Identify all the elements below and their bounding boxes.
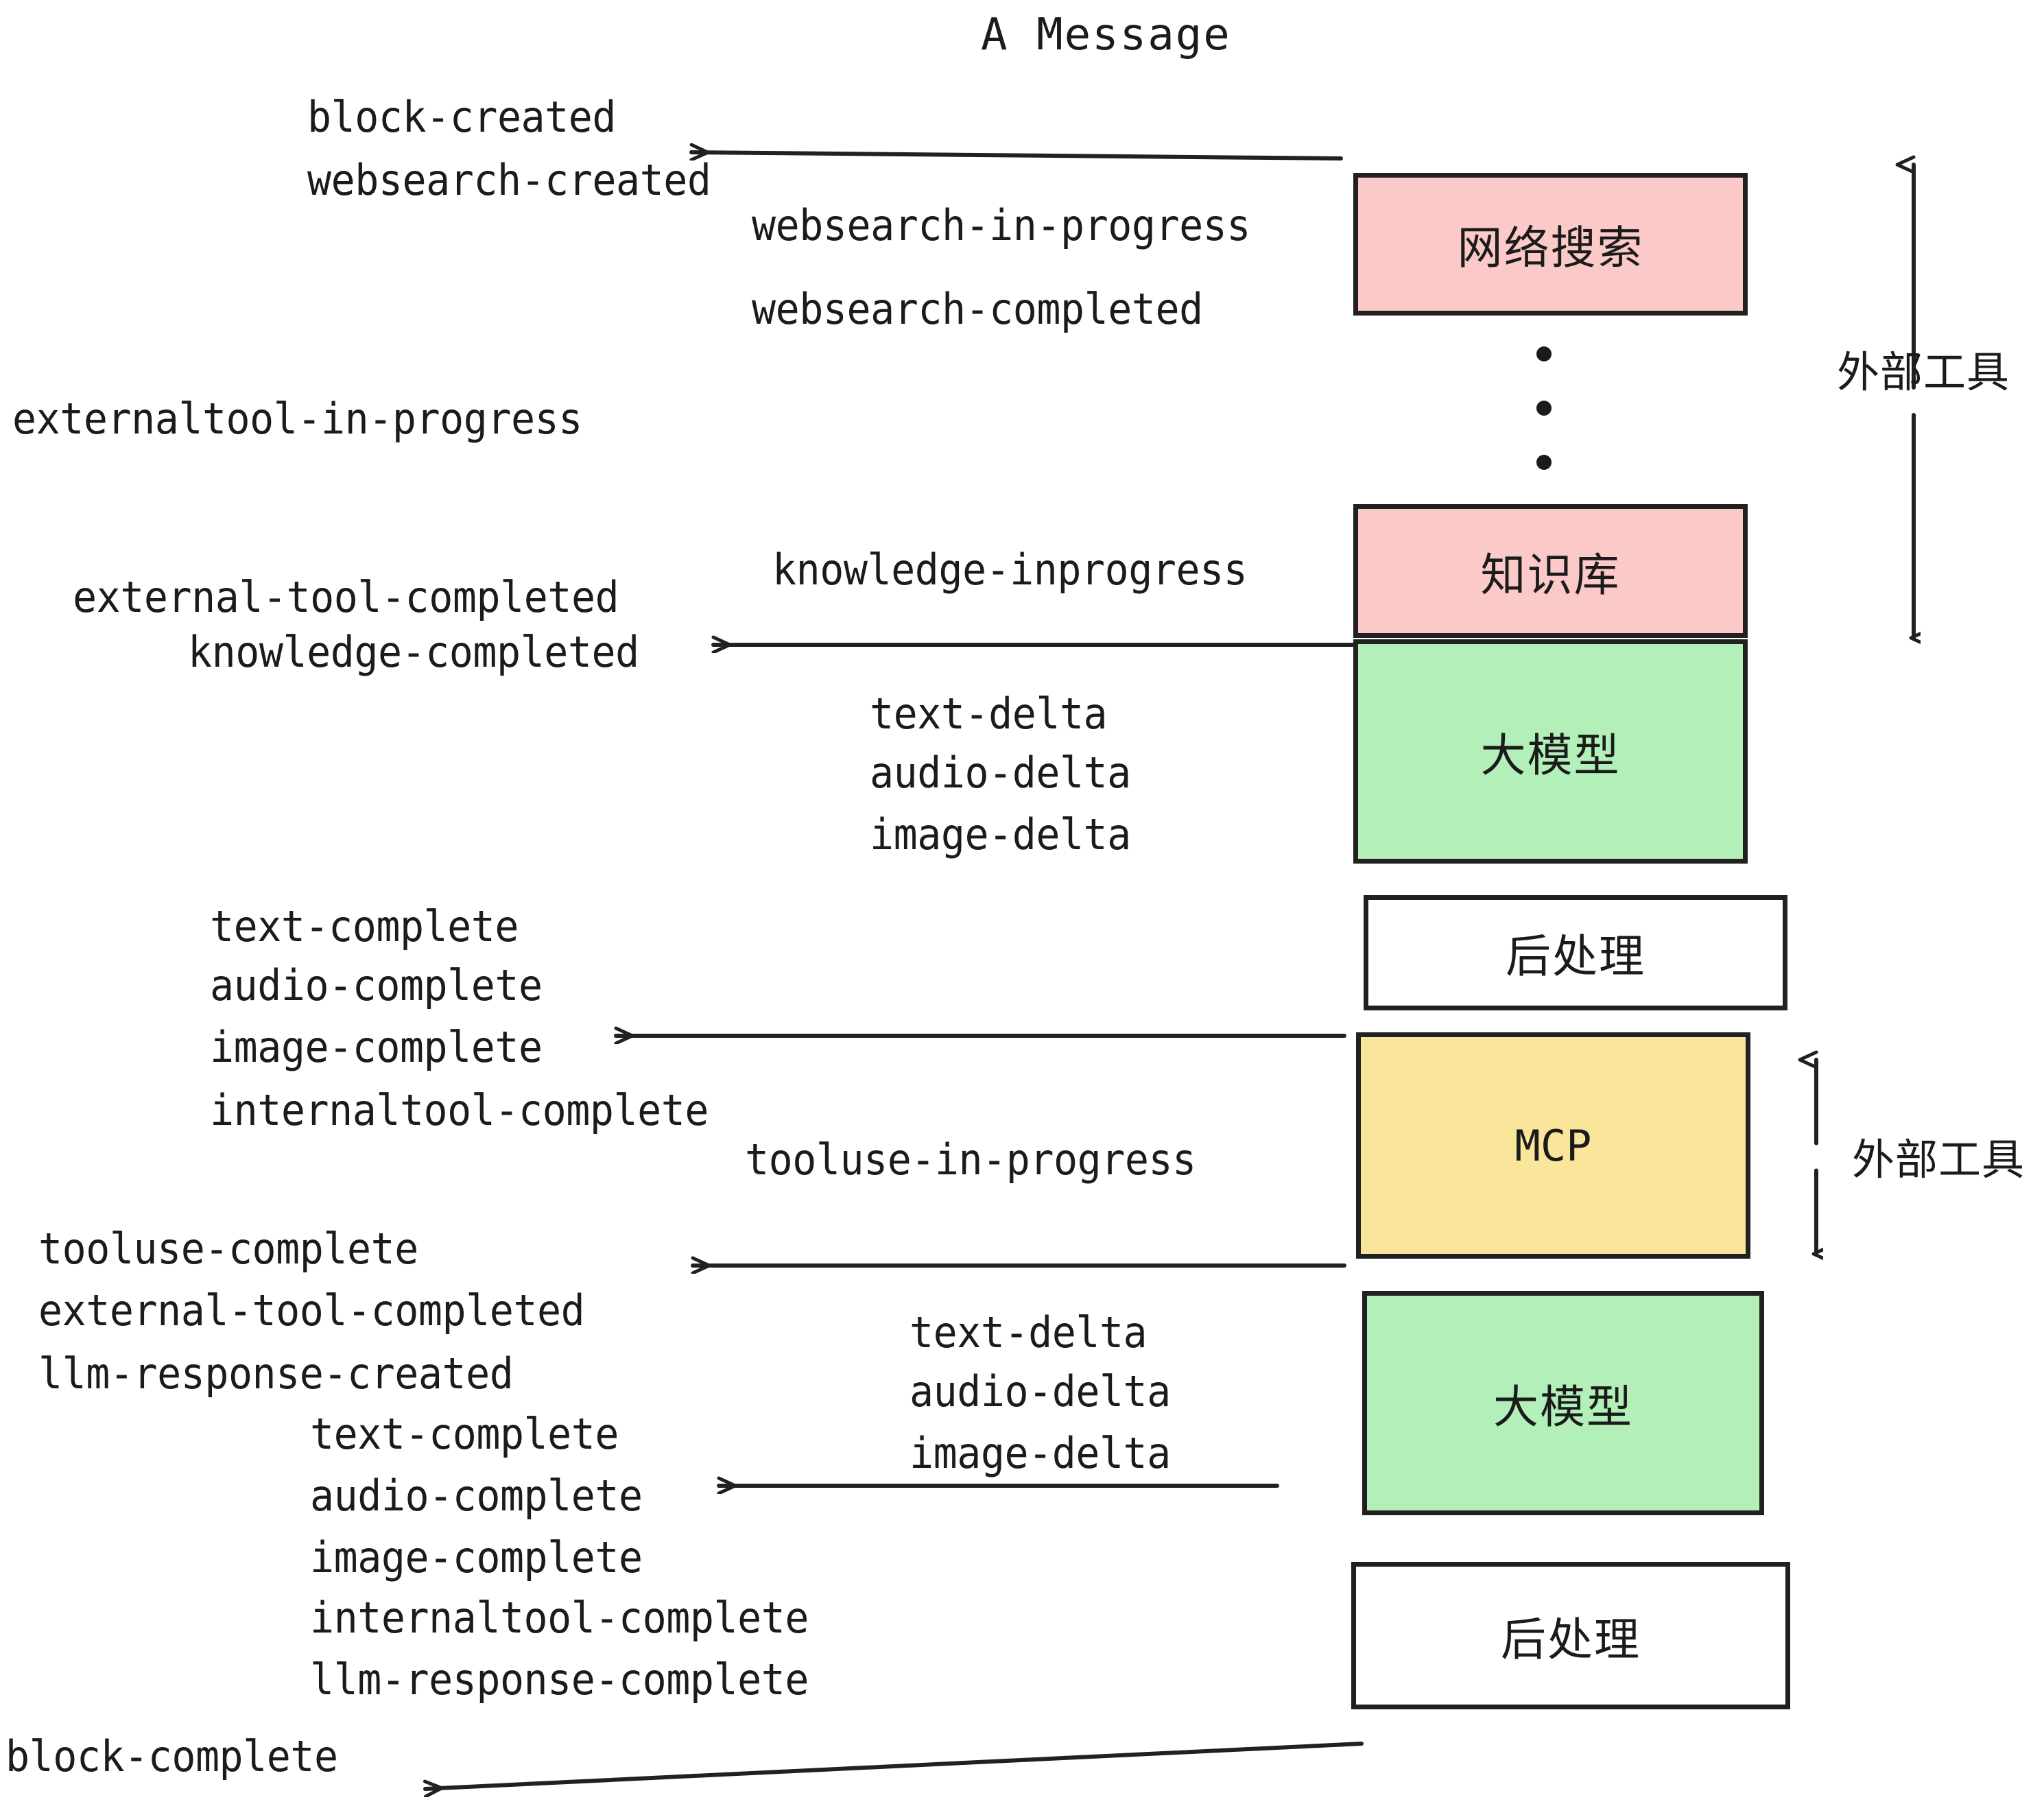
ellipsis-dot (1536, 346, 1552, 361)
node-llm-1: 大模型 (1353, 639, 1748, 864)
event-label-audio-delta-2: audio-delta (910, 1366, 1171, 1416)
event-label-audio-complete-1: audio-complete (210, 960, 543, 1010)
event-label-text-delta-1: text-delta (870, 689, 1108, 739)
event-label-llm-response-created: llm-response-created (38, 1349, 514, 1399)
event-label-block-created: block-created (307, 92, 617, 142)
event-label-text-complete-1: text-complete (210, 901, 519, 951)
node-llm-2: 大模型 (1362, 1291, 1764, 1515)
ellipsis-dot (1536, 401, 1552, 416)
event-label-knowledge-completed: knowledge-completed (188, 627, 639, 677)
event-label-external-tool-completed-1: external-tool-completed (73, 572, 619, 622)
event-label-tooluse-complete: tooluse-complete (38, 1224, 418, 1274)
event-label-websearch-created: websearch-created (307, 155, 711, 205)
event-label-audio-complete-2: audio-complete (310, 1471, 643, 1521)
event-label-knowledge-inprogress: knowledge-inprogress (772, 545, 1248, 595)
event-label-internaltool-complete-1: internaltool-complete (210, 1085, 709, 1135)
arrow-post2-to-block (425, 1742, 1364, 1789)
ellipsis-dot (1536, 455, 1552, 470)
event-label-external-tool-completed-2: external-tool-completed (38, 1285, 585, 1336)
event-label-audio-delta-1: audio-delta (870, 748, 1131, 798)
event-label-llm-response-complete: llm-response-complete (310, 1654, 809, 1705)
event-label-image-delta-2: image-delta (910, 1428, 1171, 1478)
node-post-1: 后处理 (1364, 895, 1787, 1010)
event-label-tooluse-in-progress: tooluse-in-progress (745, 1135, 1196, 1185)
event-label-text-complete-2: text-complete (310, 1409, 619, 1459)
arrow-websearch-to-block (689, 152, 1343, 158)
vertical-ellipsis-icon (1536, 346, 1552, 470)
event-label-websearch-completed: websearch-completed (752, 284, 1203, 334)
event-label-text-delta-2: text-delta (910, 1307, 1148, 1357)
node-knowledge: 知识库 (1353, 504, 1748, 638)
event-label-image-complete-1: image-complete (210, 1022, 543, 1072)
side-label-external-tools-bottom: 外部工具 (1852, 1135, 2025, 1185)
node-mcp: MCP (1356, 1032, 1750, 1259)
side-label-external-tools-top: 外部工具 (1837, 347, 2010, 397)
event-label-websearch-in-progress: websearch-in-progress (752, 200, 1250, 250)
event-label-block-complete: block-complete (5, 1731, 338, 1781)
event-label-image-delta-1: image-delta (870, 809, 1131, 859)
event-label-externaltool-in-progress: externaltool-in-progress (12, 394, 582, 444)
event-label-internaltool-complete-2: internaltool-complete (310, 1593, 809, 1643)
node-websearch: 网络搜索 (1353, 173, 1748, 316)
node-post-2: 后处理 (1351, 1562, 1790, 1709)
page-title: A Message (981, 10, 1231, 60)
event-label-image-complete-2: image-complete (310, 1532, 643, 1582)
